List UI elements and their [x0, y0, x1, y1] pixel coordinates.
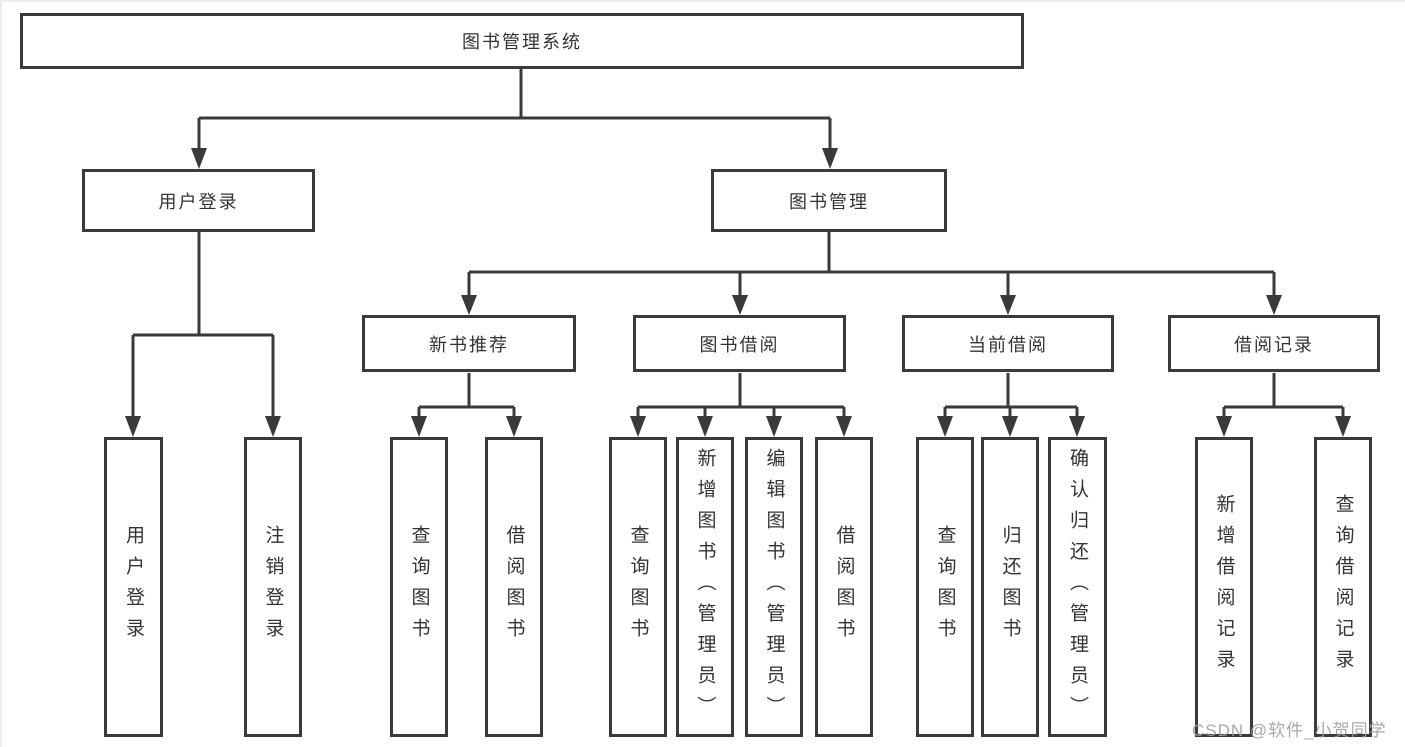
node-book-borrow-label: 图书借阅 [699, 334, 780, 355]
leaf-query-books-recommend: 查询图书 [390, 437, 448, 737]
leaf-borrow-books: 借阅图书 [815, 437, 873, 737]
leaf-add-books-admin: 新增图书（管理员） [676, 437, 734, 737]
node-new-book-recommend: 新书推荐 [362, 315, 576, 372]
leaf-query-books-borrow-label: 查询图书 [627, 525, 649, 649]
node-root-system: 图书管理系统 [20, 13, 1024, 69]
leaf-return-books-label: 归还图书 [999, 525, 1021, 649]
leaf-add-books-admin-label: 新增图书（管理员） [694, 447, 716, 727]
node-current-borrow-label: 当前借阅 [968, 334, 1048, 355]
node-book-management-label: 图书管理 [789, 191, 869, 212]
leaf-query-books-recommend-label: 查询图书 [408, 525, 430, 649]
node-current-borrow: 当前借阅 [902, 315, 1114, 372]
leaf-query-books-borrow: 查询图书 [609, 437, 667, 737]
node-borrow-record: 借阅记录 [1168, 315, 1380, 372]
page-edge-top [0, 0, 1405, 2]
leaf-borrow-books-label: 借阅图书 [833, 525, 855, 649]
leaf-borrow-books-recommend: 借阅图书 [485, 437, 543, 737]
leaf-query-books-current: 查询图书 [916, 437, 974, 737]
csdn-watermark: CSDN @软件_小贺同学 [1192, 721, 1387, 740]
leaf-add-borrow-record: 新增借阅记录 [1195, 437, 1253, 737]
leaf-query-books-current-label: 查询图书 [934, 525, 956, 649]
leaf-query-borrow-record-label: 查询借阅记录 [1332, 494, 1354, 680]
node-new-book-recommend-label: 新书推荐 [429, 334, 509, 355]
node-book-management: 图书管理 [711, 169, 947, 232]
leaf-confirm-return-admin: 确认归还（管理员） [1048, 437, 1107, 737]
leaf-user-login-label: 用户登录 [123, 525, 144, 649]
node-root-label: 图书管理系统 [462, 32, 582, 52]
node-user-login-label: 用户登录 [158, 191, 239, 212]
leaf-edit-books-admin-label: 编辑图书（管理员） [763, 447, 785, 727]
leaf-user-login: 用户登录 [104, 437, 163, 737]
leaf-query-borrow-record: 查询借阅记录 [1314, 437, 1372, 737]
page-edge-left [0, 0, 2, 747]
leaf-borrow-books-recommend-label: 借阅图书 [503, 525, 525, 649]
leaf-confirm-return-admin-label: 确认归还（管理员） [1067, 447, 1088, 727]
node-book-borrow: 图书借阅 [633, 315, 846, 372]
leaf-add-borrow-record-label: 新增借阅记录 [1213, 494, 1235, 680]
leaf-logout-label: 注销登录 [262, 525, 284, 649]
node-user-login: 用户登录 [82, 169, 315, 232]
leaf-edit-books-admin: 编辑图书（管理员） [745, 437, 803, 737]
node-borrow-record-label: 借阅记录 [1234, 334, 1314, 355]
leaf-return-books: 归还图书 [981, 437, 1039, 737]
leaf-logout: 注销登录 [244, 437, 302, 737]
